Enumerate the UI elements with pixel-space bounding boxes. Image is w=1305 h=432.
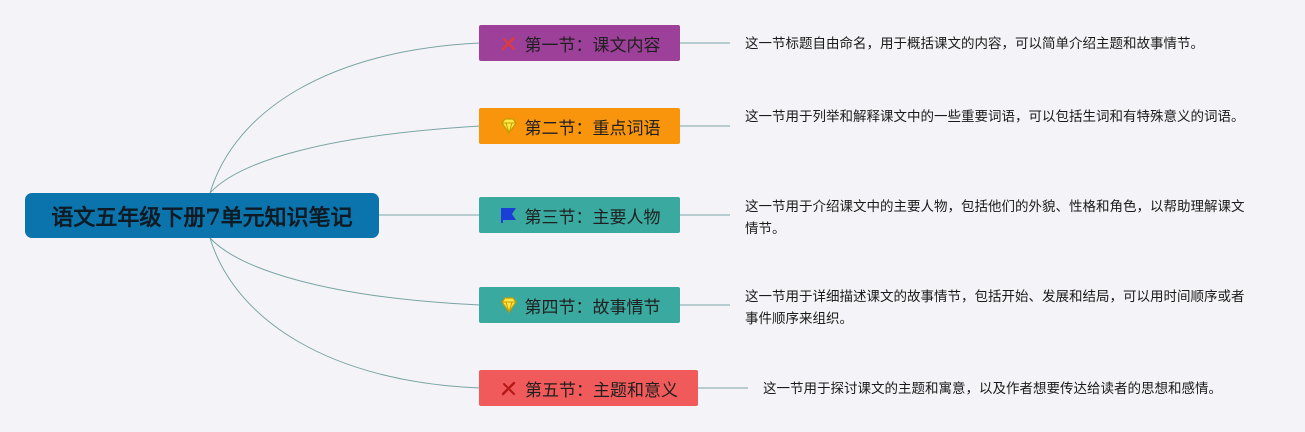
topic-4-label: 第四节：故事情节 [524, 297, 661, 318]
topic-3-label: 第三节：主要人物 [524, 207, 661, 228]
topic-5-label: 第五节：主题和意义 [525, 380, 678, 401]
topic-1-label: 第一节：课文内容 [524, 35, 661, 56]
branch-line-1 [209, 42, 481, 194]
branch-line-5 [209, 237, 481, 389]
topic-2-description: 这一节用于列举和解释课文中的一些重要词语，可以包括生词和有特殊意义的词语。 [745, 109, 1245, 125]
topic-2[interactable]: 第二节：重点词语 [479, 108, 680, 144]
topic-5[interactable]: 第五节：主题和意义 [479, 370, 698, 406]
diamond-icon [499, 295, 519, 315]
topic-3[interactable]: 第三节：主要人物 [479, 197, 680, 233]
diamond-icon [499, 116, 519, 136]
flag-icon [499, 205, 519, 225]
branch-line-4 [209, 237, 481, 306]
root-title: 语文五年级下册7单元知识笔记 [51, 204, 353, 231]
topic-3-description: 这一节用于介绍课文中的主要人物，包括他们的外貌、性格和角色，以帮助理解课文情节。 [745, 199, 1245, 237]
topic-1-description: 这一节标题自由命名，用于概括课文的内容，可以简单介绍主题和故事情节。 [745, 36, 1204, 52]
topic-1[interactable]: 第一节：课文内容 [479, 25, 680, 61]
pencil-ruler-icon [499, 378, 519, 398]
topic-2-label: 第二节：重点词语 [524, 118, 661, 139]
topic-4[interactable]: 第四节：故事情节 [479, 287, 680, 323]
branch-line-2 [209, 125, 481, 194]
topic-4-description: 这一节用于详细描述课文的故事情节，包括开始、发展和结局，可以用时间顺序或者事件顺… [745, 289, 1245, 327]
pencil-ruler-icon [499, 33, 519, 53]
topic-5-description: 这一节用于探讨课文的主题和寓意，以及作者想要传达给读者的思想和感情。 [763, 381, 1222, 397]
root-topic[interactable]: 语文五年级下册7单元知识笔记 [25, 193, 379, 238]
